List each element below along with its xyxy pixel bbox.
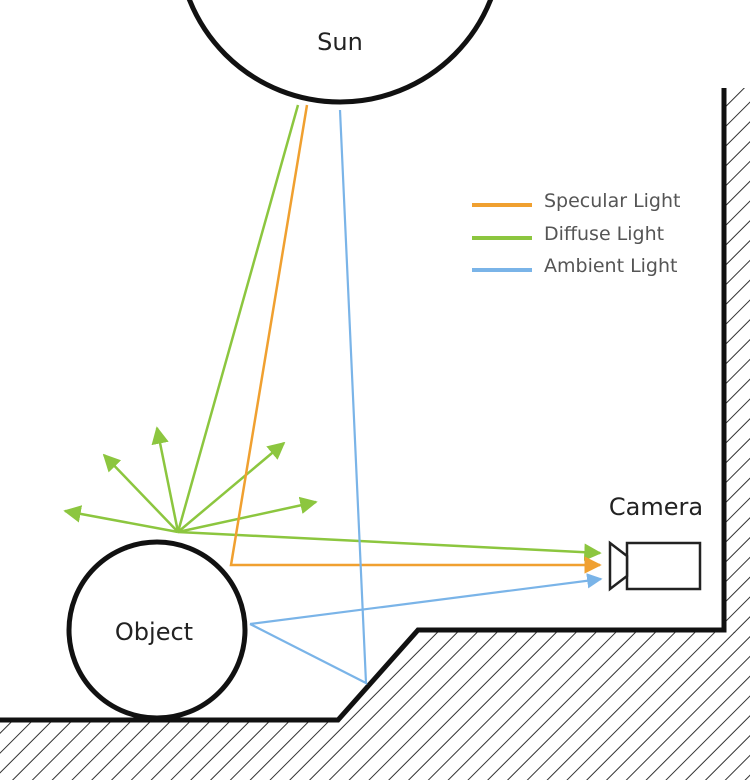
diffuse-scatter-ray: [63, 505, 179, 534]
camera-label: Camera: [609, 493, 703, 521]
legend-label-ambient: Ambient Light: [544, 255, 677, 277]
object: Object: [66, 539, 248, 721]
legend-item-diffuse: Diffuse Light: [472, 223, 664, 245]
ambient-bounce-ray: [249, 109, 368, 685]
diffuse-rays: [63, 104, 602, 561]
diffuse-scatter-ray: [102, 453, 179, 533]
sun-label: Sun: [317, 28, 363, 56]
object-label: Object: [115, 618, 193, 646]
diffuse-scatter-ray: [177, 496, 318, 534]
camera: Camera: [608, 493, 703, 592]
ground-hatching: [0, 88, 750, 780]
ground-outline: [0, 88, 727, 723]
diffuse-scatter-ray: [177, 441, 286, 533]
diffuse-incoming-ray: [176, 104, 300, 533]
ambient-rays: [249, 109, 603, 685]
camera-icon: [608, 540, 702, 592]
diffuse-scatter-ray: [151, 426, 180, 533]
specular-ray: [229, 104, 602, 574]
legend-label-specular: Specular Light: [544, 190, 681, 212]
sun: Sun: [186, 0, 494, 105]
legend: Specular Light Diffuse Light Ambient Lig…: [472, 190, 681, 277]
ambient-to-camera-ray: [249, 573, 603, 626]
legend-item-specular: Specular Light: [472, 190, 681, 212]
diffuse-to-camera-ray: [177, 530, 602, 561]
legend-label-diffuse: Diffuse Light: [544, 223, 664, 245]
legend-item-ambient: Ambient Light: [472, 255, 677, 277]
